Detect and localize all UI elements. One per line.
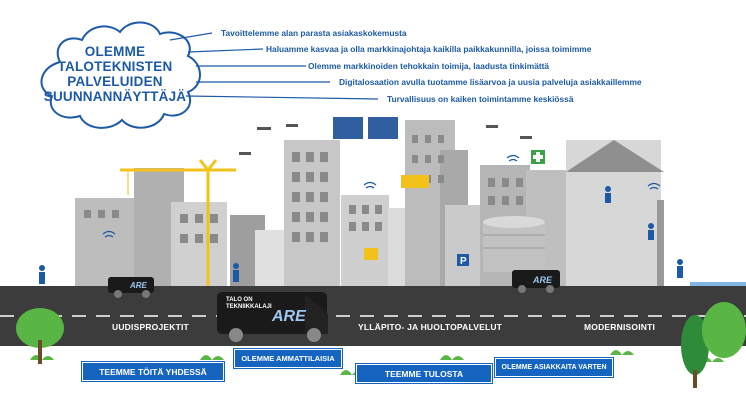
van-logo: ARE [272, 308, 306, 325]
small-van-logo: ARE [533, 275, 553, 285]
drone-icons [239, 124, 532, 155]
goal-text: Olemme markkinoiden tehokkain toimija, l… [308, 61, 550, 71]
shopping-cart-icon [364, 248, 378, 260]
sign-together: TEEMME TÖITÄ YHDESSÄ [82, 362, 224, 381]
headline-line: OLEMME [84, 44, 146, 59]
road-label-renovation: MODERNISOINTI [584, 322, 656, 332]
headline-line: TALOTEKNISTEN [57, 59, 173, 74]
goal-text: Tavoittelemme alan parasta asiakaskokemu… [221, 28, 407, 38]
goal-text: Turvallisuus on kaiken toimintamme keski… [387, 94, 574, 104]
van-text: TALO ON TEKNIIKKALAJI [226, 297, 272, 311]
solar-panels [333, 117, 398, 139]
road-label-new-projects: UUDISPROJEKTIT [112, 322, 189, 332]
svg-text:P: P [460, 256, 467, 267]
hotel-bed-sign [401, 175, 429, 188]
goal-text: Digitalosaation avulla tuotamme lisäarvo… [339, 77, 642, 87]
headline: OLEMME TALOTEKNISTEN PALVELUIDEN SUUNNAN… [40, 44, 190, 104]
building-windows [84, 135, 523, 243]
worker-figures [39, 186, 683, 284]
road [0, 286, 746, 346]
van-text-line: TALO ON [226, 297, 253, 303]
small-van-logo: ARE [130, 281, 147, 290]
small-van-right [512, 270, 560, 293]
sign-results: TEEMME TULOSTA [356, 364, 492, 383]
goal-text: Haluamme kasvaa ja olla markkinajohtaja … [266, 44, 592, 54]
pharmacy-cross-icon [531, 150, 545, 164]
headline-line: SUUNNANNÄYTTÄJÄ [43, 89, 187, 104]
wifi-icons [102, 154, 661, 238]
road-label-maintenance: YLLÄPITO- JA HUOLTOPALVELUT [358, 322, 503, 332]
background-buildings [75, 120, 664, 290]
sign-professionals: OLEMME AMMATTILAISIA [234, 349, 342, 368]
sign-customers: OLEMME ASIAKKAITA VARTEN [495, 358, 613, 377]
headline-line: PALVELUIDEN [67, 74, 163, 89]
parking-sign-icon: P [457, 254, 469, 267]
speech-cloud [40, 21, 201, 129]
cylindrical-building [483, 216, 545, 272]
small-van-left [108, 277, 154, 298]
construction-crane [120, 159, 236, 288]
main-van [217, 292, 328, 342]
goal-connectors [169, 32, 379, 100]
van-text-line: TEKNIIKKALAJI [226, 304, 272, 310]
